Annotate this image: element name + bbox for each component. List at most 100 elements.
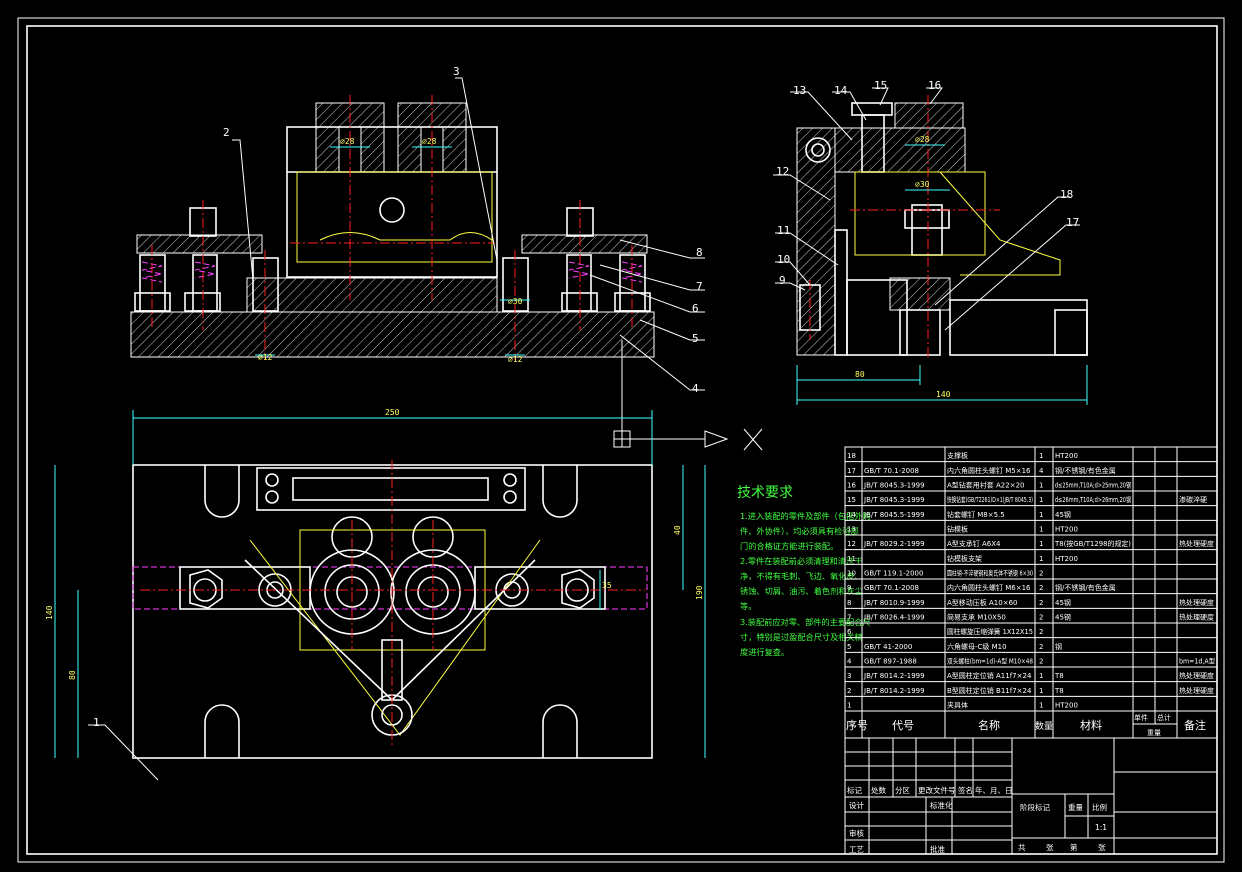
bom-cell-code: JB/T 8014.2-1999 — [863, 672, 925, 680]
bom-cell-name: 夹具体 — [947, 701, 968, 710]
bom-cell-code: GB/T 70.1-2008 — [864, 584, 919, 592]
front-view — [130, 95, 655, 360]
bom-cell-code: GB/T 41-2000 — [864, 643, 912, 651]
bom-cell-name: 支撑板 — [947, 451, 968, 460]
bom-cell-mat: 钢/不锈钢/有色金属 — [1055, 466, 1116, 475]
bom-cell-mat: HT200 — [1055, 526, 1078, 534]
bom-cell-mat: 钢/不锈钢/有色金属 — [1055, 583, 1116, 592]
leaders-top — [88, 724, 159, 781]
dim-front-d2: ⌀28 — [422, 137, 437, 146]
leaders-side — [773, 87, 1080, 331]
tb-sheets-unit1: 张 — [1046, 843, 1054, 852]
outer-frame — [17, 17, 1225, 863]
bom-cell-code: JB/T 8010.9-1999 — [863, 599, 925, 607]
bom-cell-no: 6 — [847, 628, 852, 636]
tb-sign: 签名 — [958, 785, 973, 795]
bom-cell-note: 渗碳淬硬 — [1179, 495, 1207, 504]
bom-cell-note: bm=1d,A型 — [1179, 657, 1215, 666]
bom-cell-qty: 2 — [1039, 584, 1043, 592]
bom-cell-no: 11 — [847, 555, 856, 563]
bom-cell-name: B型圆柱定位销 B11f7×24 — [947, 686, 1032, 695]
tech-line: 等。 — [740, 601, 756, 611]
tb-zone: 分区 — [895, 786, 910, 795]
bom-cell-note: 热处理硬度 — [1179, 686, 1214, 695]
bom-header-material: 材料 — [1080, 718, 1102, 732]
bom-cell-qty: 4 — [1039, 467, 1044, 475]
bom-cell-no: 4 — [847, 658, 852, 666]
bom-cell-code: JB/T 8045.5-1999 — [863, 511, 925, 519]
dim-side-total: 140 — [936, 390, 951, 399]
inner-frame — [26, 25, 1218, 855]
bom-cell-qty: 1 — [1039, 672, 1043, 680]
bom-header-qty: 数量 — [1035, 720, 1053, 732]
tech-line: 2.零件在装配前必须清理和清洗干 — [740, 556, 862, 566]
bom-cell-qty: 1 — [1039, 482, 1043, 490]
balloon-2: 2 — [223, 126, 230, 139]
tech-line: 件、外协件），均必须具有检验部 — [740, 526, 859, 536]
bom-cell-mat: HT200 — [1055, 452, 1078, 460]
bom-cell-name: 内六角圆柱头螺钉 M5×16 — [947, 466, 1031, 475]
tech-line: 1.进入装配的零件及部件（包括外购 — [740, 511, 871, 521]
bom-cell-name: 钻套螺钉 M8×5.5 — [947, 510, 1005, 519]
bom-cell-code: JB/T 8029.2-1999 — [863, 540, 925, 548]
tech-line: 锈蚀、切屑、油污、着色剂和灰尘 — [740, 586, 863, 596]
bom-cell-no: 3 — [847, 672, 851, 680]
balloon-5: 5 — [692, 332, 699, 345]
bom-cell-no: 14 — [847, 511, 856, 519]
bom-cell-name: 双头螺柱(bm=1d)-A型 M10×48 — [947, 657, 1033, 666]
bom-cell-name: 圆柱螺旋压缩弹簧 1X12X15 — [947, 627, 1033, 636]
tb-weight: 重量 — [1068, 803, 1084, 812]
bom-cell-name: 内六角圆柱头螺钉 M6×16 — [947, 583, 1031, 592]
bom-cell-name: A型钻套用衬套 A22×20 — [947, 481, 1024, 490]
tech-line: 净，不得有毛刺、飞边、氧化皮、 — [740, 571, 863, 581]
dim-front-d1: ⌀28 — [340, 137, 355, 146]
bom-cell-qty: 1 — [1039, 526, 1043, 534]
bom-cell-no: 18 — [847, 452, 856, 460]
bom-cell-qty: 1 — [1039, 702, 1043, 710]
dim-front-d4: ⌀12 — [508, 355, 523, 364]
dim-top-b: 35 — [602, 581, 612, 590]
balloon-6: 6 — [692, 302, 699, 315]
bom-cell-note: 热处理硬度 — [1179, 598, 1214, 607]
bom-cell-qty: 1 — [1039, 452, 1043, 460]
bom-cell-code: JB/T 8045.3-1999 — [863, 496, 925, 504]
tech-line: 度进行复查。 — [740, 647, 789, 657]
tb-mark: 标记 — [847, 785, 862, 795]
bom-cell-no: 15 — [847, 496, 856, 504]
bom-cell-name: 快换钻套(GB/T2261)D×1(JB/T 8045.3) — [947, 495, 1033, 504]
tb-scale-val: 1:1 — [1095, 823, 1107, 832]
bom-cell-code: JB/T 8026.4-1999 — [863, 614, 925, 622]
dim-side-d2: ⌀30 — [915, 180, 930, 189]
tb-stage: 阶段标记 — [1020, 802, 1050, 812]
leaders-front — [232, 77, 705, 391]
bom-cell-name: A型圆柱定位销 A11f7×24 — [947, 671, 1032, 680]
dim-top-h: 140 — [45, 605, 54, 620]
balloon-13: 13 — [793, 84, 806, 97]
bom-cell-mat: HT200 — [1055, 555, 1078, 563]
tb-scale: 比例 — [1092, 802, 1107, 812]
bom-cell-no: 2 — [847, 687, 851, 695]
bom-cell-no: 7 — [847, 614, 851, 622]
bom-cell-no: 5 — [847, 643, 851, 651]
bom-cell-mat: 45钢 — [1055, 613, 1071, 622]
bom-header-code: 代号 — [892, 719, 914, 732]
tb-change: 更改文件号 — [918, 785, 956, 795]
bom-cell-name: 钻模板 — [947, 525, 968, 534]
bom-cell-note: 热处理硬度 — [1179, 539, 1214, 548]
tb-check: 审核 — [849, 828, 864, 838]
bom-cell-code: JB/T 8045.3-1999 — [863, 482, 925, 490]
bom-cell-name: 六角螺母-C级 M10 — [947, 642, 1007, 651]
tb-sheets-no: 第 — [1070, 842, 1078, 852]
dim-top-h2: 80 — [68, 670, 77, 680]
bom-cell-qty: 1 — [1039, 511, 1043, 519]
balloon-7: 7 — [696, 280, 703, 293]
bom-header-weight: 重量 — [1147, 729, 1161, 737]
tb-count: 处数 — [871, 785, 886, 795]
bom-header-total: 总计 — [1157, 713, 1171, 722]
dim-top-a: 40 — [673, 525, 682, 535]
tb-process: 工艺 — [849, 845, 864, 854]
tb-sheets-unit2: 张 — [1098, 843, 1106, 852]
bom-cell-no: 16 — [847, 482, 856, 490]
